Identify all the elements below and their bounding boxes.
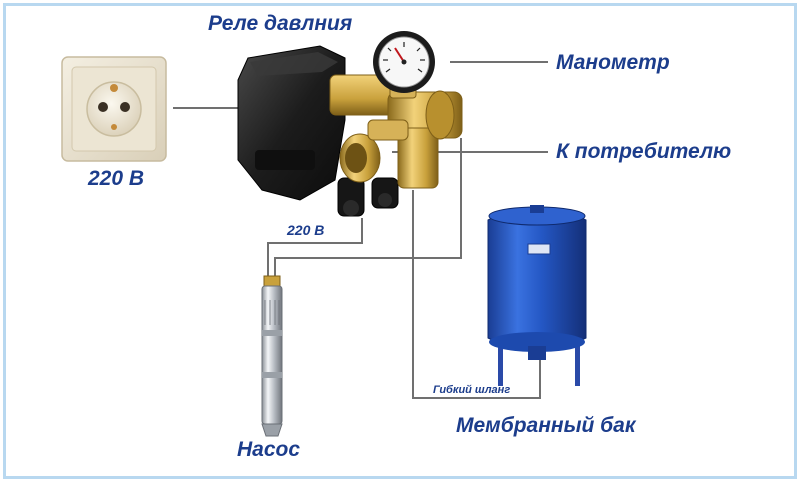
relay-voltage-label: 220 В [287, 222, 325, 238]
socket-hole-left [98, 102, 108, 112]
socket-voltage-label: 220 В [88, 167, 145, 190]
submersible-pump [261, 275, 283, 437]
hose-line [412, 190, 541, 399]
socket-ground-pin [110, 84, 118, 92]
manometer-needle [394, 47, 405, 63]
hose-label: Гибкий шланг [433, 384, 511, 396]
consumer-label: К потребителю [556, 140, 732, 163]
membrane-tank [487, 205, 587, 386]
socket-face [86, 81, 142, 137]
tank-brand-label [527, 243, 551, 255]
connector-lines [173, 61, 548, 399]
manometer [373, 31, 435, 93]
tank-label: Мембранный бак [456, 414, 636, 437]
pump-wire [274, 138, 462, 278]
pressure-relay [237, 45, 399, 217]
relay-label: Реле давлния [208, 12, 353, 35]
relay-power-wire [267, 218, 363, 278]
wall-socket [61, 56, 167, 162]
pump-label: Насос [237, 438, 301, 461]
manometer-label: Манометр [556, 51, 670, 74]
brass-fitting [329, 74, 463, 189]
socket-hole-right [120, 102, 130, 112]
